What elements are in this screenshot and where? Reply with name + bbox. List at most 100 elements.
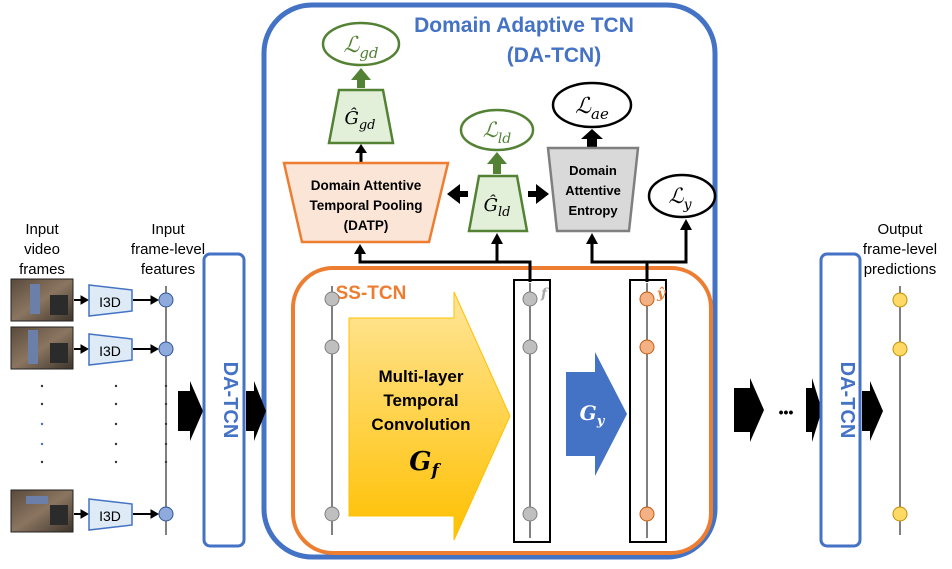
y-hat-label: ŷ: [656, 285, 666, 302]
svg-text:·: ·: [898, 468, 901, 479]
input-frames-label-3: frames: [19, 261, 65, 278]
f-feature-box: [513, 279, 551, 543]
svg-text:·: ·: [528, 377, 531, 388]
svg-text:·: ·: [330, 399, 333, 410]
arrow-ggd-to-lgd: [351, 68, 371, 88]
arrow-gld-to-lld: [487, 152, 507, 174]
arrow-entropy-to-lae: [581, 129, 603, 147]
datp-line3: (DATP): [344, 218, 389, 233]
svg-text:·: ·: [645, 377, 648, 388]
svg-text:I3D: I3D: [99, 294, 121, 310]
main-title-line2: (DA-TCN): [507, 44, 601, 67]
f-feature-column: · · · · ·: [522, 283, 538, 538]
sstcn-container: [291, 266, 713, 555]
svg-text:·: ·: [645, 443, 648, 454]
datp-module: [282, 161, 450, 244]
loss-y-ellipse: [647, 173, 717, 219]
entropy-line1: Domain: [569, 163, 617, 178]
input-features-label-3: features: [141, 261, 195, 278]
svg-text:·: ·: [528, 421, 531, 432]
i3d-block-1: I3D: [88, 284, 133, 317]
svg-text:·: ·: [645, 399, 648, 410]
arrow-head-to-gld: [491, 233, 503, 244]
arrow-head-to-entropy: [586, 233, 598, 244]
frame-dots: [40, 384, 44, 464]
i3d-block-3: I3D: [88, 498, 133, 531]
output-prediction-column: · · · · ·: [892, 286, 908, 535]
svg-text:·: ·: [645, 421, 648, 432]
g-ld-module: [467, 174, 529, 233]
datcn-box-right-label: DA-TCN: [836, 362, 858, 439]
input-feature-column: [158, 286, 174, 535]
datp-line1: Domain Attentive: [311, 178, 422, 193]
i3d-block-2: I3D: [88, 333, 133, 366]
video-frame-1: [10, 278, 74, 322]
input-features-label-1: Input: [151, 221, 185, 238]
datp-line2: Temporal Pooling: [309, 198, 422, 213]
svg-text:·: ·: [528, 399, 531, 410]
entropy-module: [546, 146, 640, 233]
g-gd-label: Ĝgd: [344, 106, 375, 133]
feature-dots: [114, 384, 168, 464]
svg-text:·: ·: [528, 443, 531, 454]
arrow-features-to-datcn: [178, 381, 203, 441]
gy-sub: y: [596, 414, 606, 429]
svg-text:I3D: I3D: [99, 343, 121, 359]
svg-text:·: ·: [898, 424, 901, 435]
loss-ld-ellipse: [459, 108, 535, 152]
svg-text:·: ·: [898, 380, 901, 391]
sstcn-title: SS-TCN: [336, 283, 407, 304]
loss-ae-ellipse: [551, 81, 633, 129]
arrow-ellipsis-to-datcn: [806, 378, 822, 442]
ellipsis: •••: [779, 404, 794, 420]
g-gd-module: [327, 88, 395, 145]
arrows-frames-to-i3d: [74, 295, 90, 519]
svg-text:·: ·: [330, 421, 333, 432]
arrow-main-to-ellipsis: [734, 378, 764, 442]
g-ld-label: Ĝld: [484, 193, 511, 220]
svg-text:·: ·: [898, 446, 901, 457]
loss-ae: ℒae: [575, 94, 609, 123]
datcn-box-left: [202, 252, 246, 548]
entropy-line2: Attentive: [565, 183, 621, 198]
svg-text:·: ·: [528, 465, 531, 476]
arrow-datcn-to-output: [862, 381, 883, 441]
gy-arrow: [566, 352, 627, 476]
arrow-datp-to-ggd-head: [355, 144, 367, 153]
loss-ld: ℒld: [483, 118, 512, 147]
arrows-i3d-to-features: [133, 295, 160, 519]
svg-text:·: ·: [330, 377, 333, 388]
svg-text:·: ·: [330, 465, 333, 476]
svg-text:I3D: I3D: [99, 508, 121, 524]
arrow-head-to-ly: [680, 219, 692, 230]
loss-gd: ℒgd: [343, 33, 378, 62]
arrow-head-to-datp: [354, 244, 366, 254]
arrow-gld-to-entropy-head: [536, 184, 549, 204]
conv-label-line3: Convolution: [371, 415, 470, 434]
svg-text:·: ·: [330, 443, 333, 454]
y-prediction-box: [629, 279, 667, 543]
input-features-label-2: frame-level: [131, 241, 205, 258]
output-label-2: frame-level: [863, 241, 937, 258]
loss-y: ℒy: [668, 184, 692, 213]
svg-text:·: ·: [898, 402, 901, 413]
output-label-1: Output: [877, 221, 923, 238]
sstcn-input-column: · · · · ·: [324, 286, 340, 535]
video-frame-3: [10, 489, 74, 533]
gy-symbol: Gy: [580, 401, 606, 429]
gf-sub: f: [430, 461, 441, 481]
datcn-box-right: [819, 252, 862, 548]
main-title-line1: Domain Adaptive TCN: [414, 14, 634, 37]
arrow-gld-to-datp-head: [447, 184, 460, 204]
datcn-box-left-label: DA-TCN: [219, 362, 241, 439]
gf-symbol: Gf: [409, 447, 441, 481]
entropy-line3: Entropy: [568, 203, 618, 218]
video-frame-2: [10, 326, 74, 370]
gy-base: G: [580, 401, 597, 425]
input-frames-label-2: video: [24, 241, 60, 258]
arrow-datcn-left-to-main: [246, 381, 266, 441]
temporal-convolution-arrow: [348, 291, 511, 541]
datcn-main-container: [261, 2, 718, 560]
input-frames-label-1: Input: [25, 221, 59, 238]
